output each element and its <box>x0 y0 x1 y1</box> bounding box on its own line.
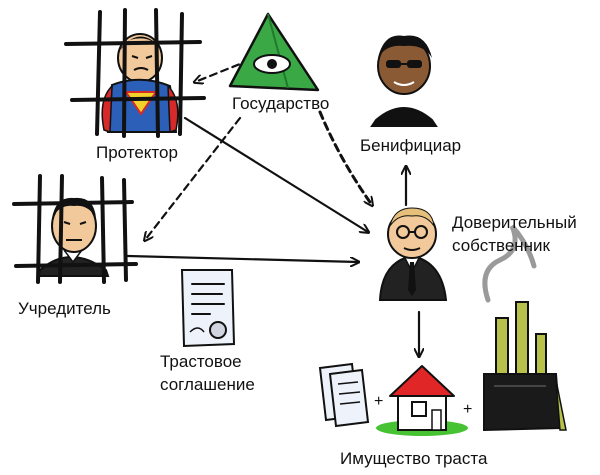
trust-property-label: Имущество траста <box>340 449 488 468</box>
arrow-protector-to-trustee <box>183 116 368 232</box>
factory-icon <box>482 224 567 432</box>
arrows <box>126 58 419 356</box>
agreement-label-line2: соглашение <box>160 375 255 394</box>
state-label: Государство <box>232 94 330 113</box>
person-with-sunglasses-icon <box>370 35 438 127</box>
papers-house-factory-icon: + + <box>318 224 567 436</box>
arrow-founder-to-trustee <box>126 254 358 262</box>
arrow-state-to-founder <box>145 116 242 240</box>
protector-label: Протектор <box>96 143 178 162</box>
papers-icon <box>318 362 370 428</box>
arrow-state-to-trustee <box>318 110 372 205</box>
trustee-label-line2: собственник <box>452 236 550 255</box>
agreement-label-line1: Трастовое <box>160 352 242 371</box>
trustee-label-line1: Доверительный <box>452 213 577 232</box>
man-in-cage-icon <box>12 174 138 284</box>
beneficiary-label: Бенифициар <box>360 136 462 155</box>
plus-sign: + <box>374 393 383 410</box>
businessman-with-glasses-icon <box>378 207 448 301</box>
plus-sign: + <box>463 401 472 418</box>
sealed-document-icon <box>180 269 236 348</box>
founder-label: Учредитель <box>18 299 111 318</box>
arrow-state-to-protector <box>195 58 252 82</box>
superhero-in-cage-icon <box>64 8 206 138</box>
house-icon <box>376 365 468 436</box>
all-seeing-eye-pyramid-icon <box>228 12 320 92</box>
